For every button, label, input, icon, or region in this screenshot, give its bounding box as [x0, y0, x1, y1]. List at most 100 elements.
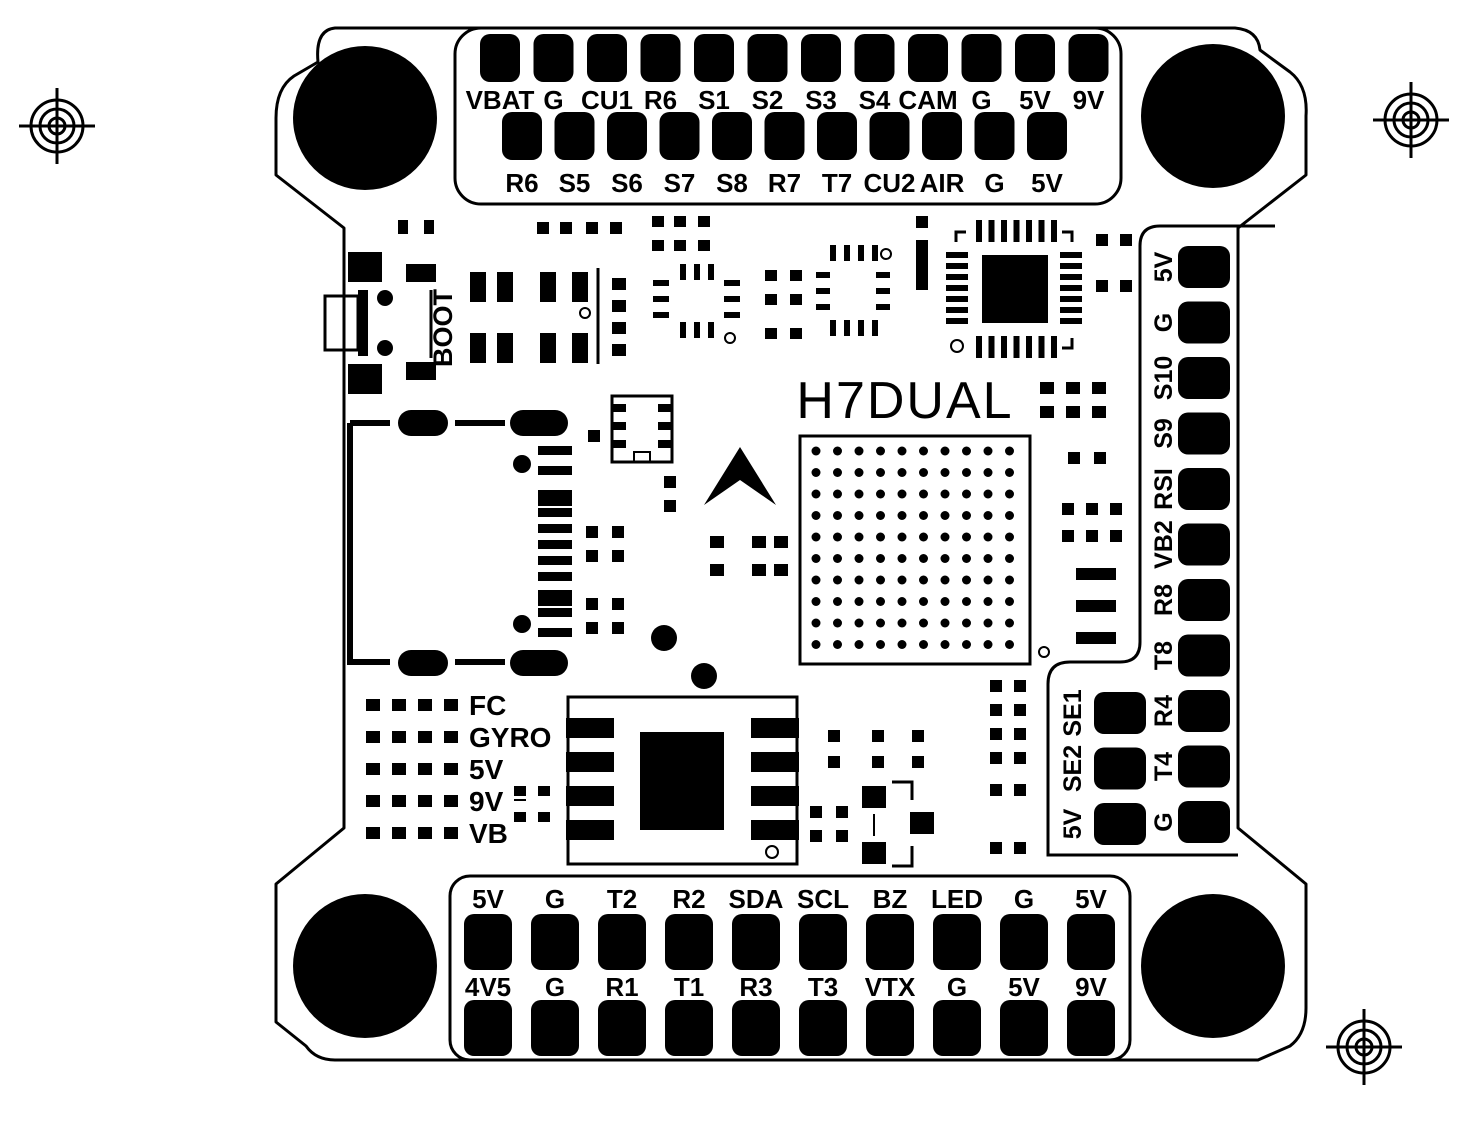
solder-pad[interactable]	[974, 112, 1015, 160]
solder-pad[interactable]	[1178, 412, 1230, 455]
solder-pad[interactable]	[694, 34, 734, 82]
solder-pad[interactable]	[598, 1000, 646, 1056]
mounting-hole-bottom-right	[1141, 894, 1285, 1038]
solder-pad[interactable]	[764, 112, 805, 160]
solder-pad[interactable]	[1094, 692, 1146, 734]
pad-label: T2	[607, 884, 637, 914]
solder-pad[interactable]	[1178, 690, 1230, 732]
solder-pad[interactable]	[1027, 112, 1067, 160]
pad-label: T8	[1150, 641, 1178, 670]
pad-label: S6	[611, 168, 643, 198]
solder-pad[interactable]	[1067, 1000, 1115, 1056]
pad-label: R3	[739, 972, 772, 1002]
mounting-hole-top-left	[293, 46, 437, 190]
solder-pad[interactable]	[1000, 1000, 1048, 1056]
crosshair-target-icon	[17, 86, 97, 166]
pad-label: CU2	[863, 168, 915, 198]
solder-pad[interactable]	[732, 1000, 780, 1056]
center-components	[586, 394, 788, 689]
solder-pad[interactable]	[961, 34, 1002, 82]
solder-pad[interactable]	[1178, 801, 1230, 843]
solder-pad[interactable]	[1178, 246, 1230, 288]
pad-label: 5V	[1150, 251, 1178, 282]
solder-pad[interactable]	[801, 34, 841, 82]
solder-pad[interactable]	[640, 34, 681, 82]
led-caps	[514, 786, 550, 822]
solder-pad[interactable]	[554, 112, 595, 160]
solder-pad[interactable]	[659, 112, 700, 160]
solder-pad[interactable]	[922, 112, 962, 160]
solder-pad[interactable]	[1015, 34, 1055, 82]
pad-label: R6	[644, 85, 677, 115]
pad-label: G	[545, 884, 565, 914]
solder-pad[interactable]	[908, 34, 948, 82]
solder-pad[interactable]	[1178, 634, 1230, 677]
solder-pad[interactable]	[502, 112, 542, 160]
pad-label: S1	[698, 85, 730, 115]
boot-label: BOOT	[428, 288, 458, 367]
mcu-side-components	[1038, 382, 1122, 658]
pad-label: G	[984, 168, 1004, 198]
solder-pad[interactable]	[1000, 914, 1048, 970]
solder-pad[interactable]	[1094, 747, 1146, 790]
pad-label: 9V	[1073, 85, 1105, 115]
solder-pad[interactable]	[531, 1000, 579, 1056]
solder-pad[interactable]	[598, 914, 646, 970]
solder-pad[interactable]	[1178, 745, 1230, 788]
solder-pad[interactable]	[1094, 803, 1146, 845]
boot-button[interactable]	[323, 220, 436, 394]
pad-label: S3	[805, 85, 837, 115]
solder-pad[interactable]	[747, 34, 788, 82]
pad-label: G	[1150, 812, 1178, 831]
solder-pad[interactable]	[1068, 34, 1109, 82]
solder-pad[interactable]	[665, 1000, 713, 1056]
solder-pad[interactable]	[933, 914, 981, 970]
pad-label: S2	[752, 85, 784, 115]
pad-label: SCL	[797, 884, 849, 914]
solder-pad[interactable]	[1178, 301, 1230, 344]
solder-pad[interactable]	[732, 914, 780, 970]
mcu-bga-balls	[811, 446, 1014, 649]
solder-pad[interactable]	[531, 914, 579, 970]
solder-pad[interactable]	[464, 1000, 512, 1056]
solder-pad[interactable]	[607, 112, 647, 160]
pad-label: VTX	[865, 972, 916, 1002]
arrow-up-icon	[704, 447, 776, 505]
solder-pad[interactable]	[533, 34, 574, 82]
pad-label: VB2	[1150, 520, 1178, 569]
solder-pad[interactable]	[799, 1000, 847, 1056]
solder-pad[interactable]	[665, 914, 713, 970]
solder-pad[interactable]	[854, 34, 895, 82]
solder-pad[interactable]	[1067, 914, 1115, 970]
led-label: 9V	[469, 786, 504, 817]
solder-pad[interactable]	[799, 914, 847, 970]
top-connector-outline	[453, 26, 1123, 206]
solder-pad[interactable]	[869, 112, 910, 160]
pad-label: S9	[1150, 418, 1178, 449]
solder-pad[interactable]	[464, 914, 512, 970]
pad-label: R2	[672, 884, 705, 914]
bottom-connector-outline	[448, 874, 1132, 1062]
solder-pad[interactable]	[866, 1000, 914, 1056]
pad-label: S8	[716, 168, 748, 198]
solder-pad[interactable]	[1178, 357, 1230, 399]
pad-label: S5	[559, 168, 591, 198]
solder-pad[interactable]	[1178, 579, 1230, 621]
solder-pad[interactable]	[933, 1000, 981, 1056]
pad-label: T3	[808, 972, 838, 1002]
mounting-hole-bottom-left	[293, 894, 437, 1038]
pad-label: G	[543, 85, 563, 115]
solder-pad[interactable]	[1178, 523, 1230, 566]
solder-pad[interactable]	[587, 34, 627, 82]
solder-pad[interactable]	[866, 914, 914, 970]
solder-pad[interactable]	[817, 112, 857, 160]
pad-label: G	[545, 972, 565, 1002]
solder-pad[interactable]	[1178, 468, 1230, 510]
solder-pad[interactable]	[480, 34, 520, 82]
pad-label: T4	[1150, 752, 1178, 781]
pad-label: R1	[605, 972, 638, 1002]
solder-pad[interactable]	[712, 112, 752, 160]
